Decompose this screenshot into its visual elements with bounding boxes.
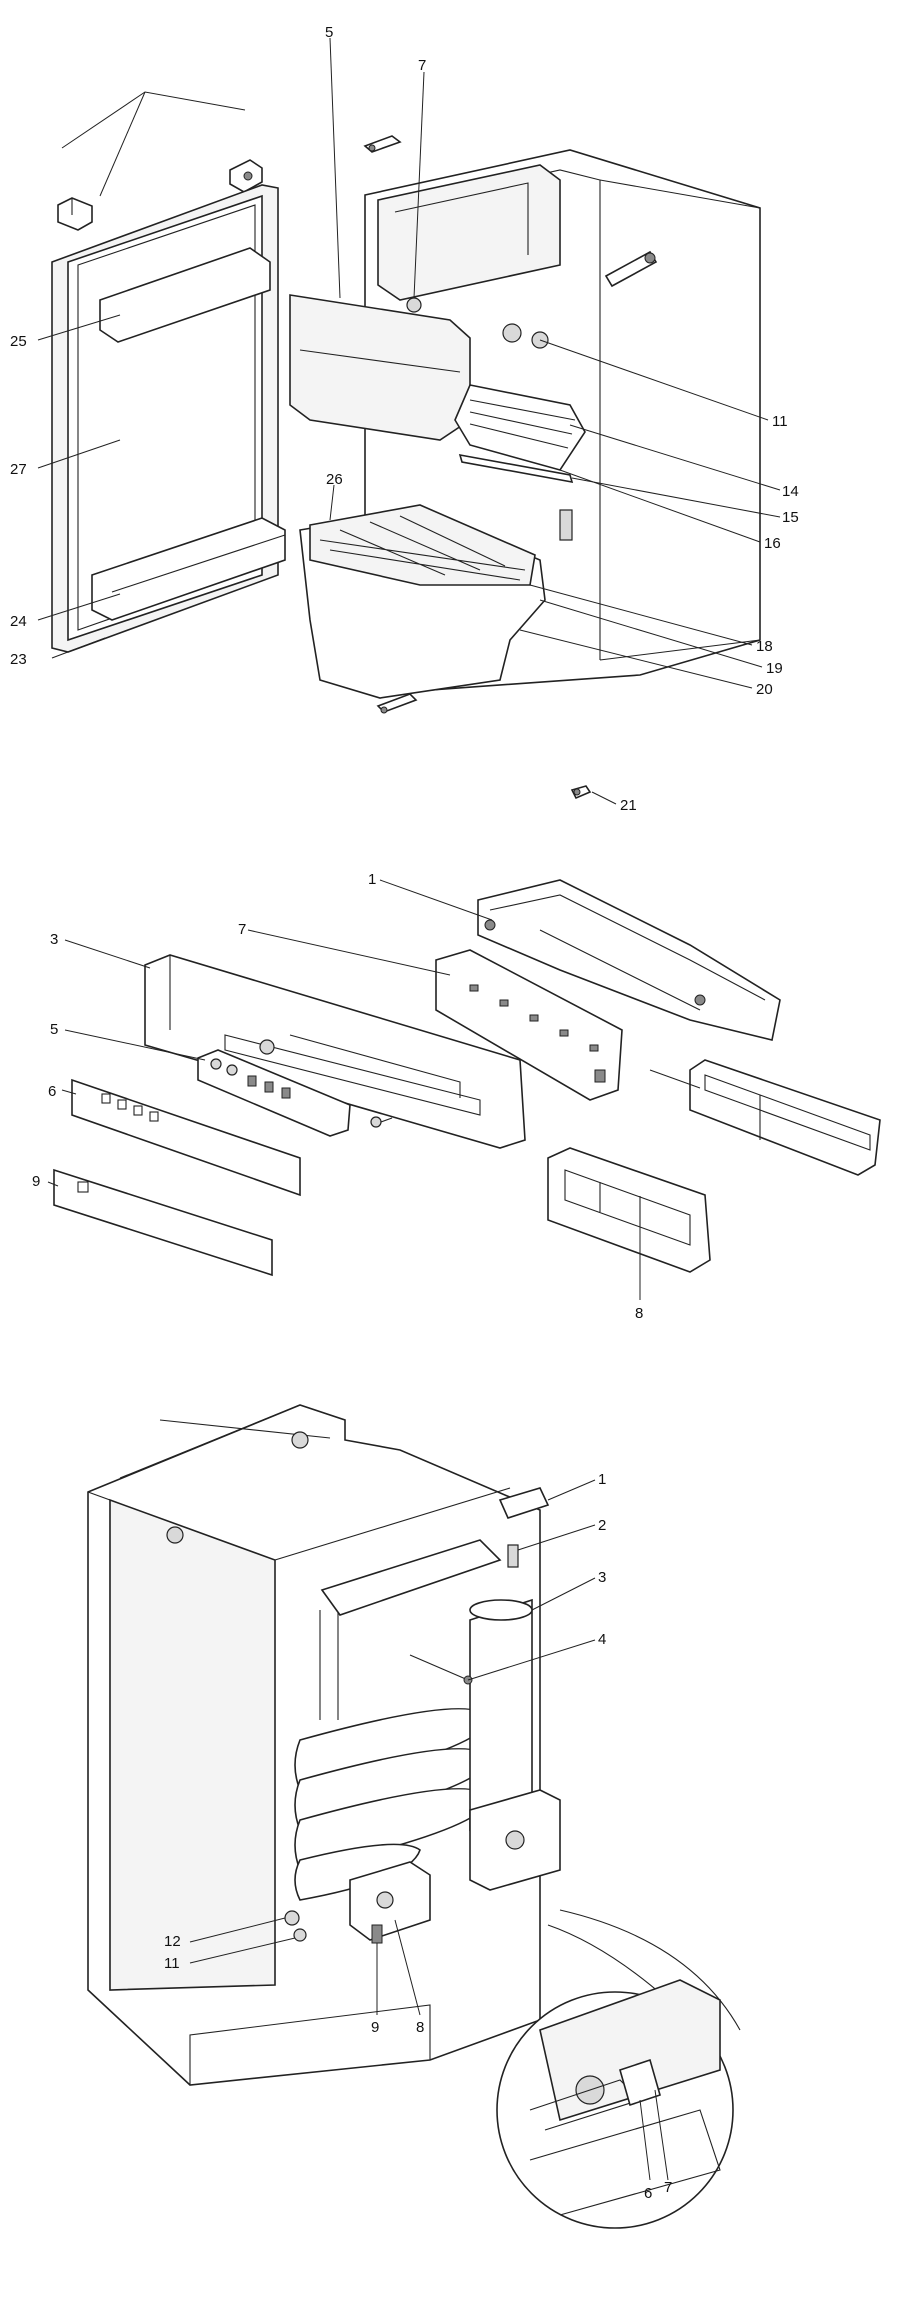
thermostat-knob [502, 323, 522, 343]
label-d3-2: 2 [598, 1517, 606, 1534]
leader-23 [51, 637, 106, 659]
leader-16 [559, 469, 761, 543]
keypad-overlay [71, 1078, 301, 1197]
label-d2-6: 6 [48, 1083, 56, 1100]
burner-detail-circle [496, 1979, 734, 2229]
door-hinge-top-right [229, 159, 263, 193]
leader-25 [37, 314, 121, 341]
leader-d3-4 [467, 1639, 596, 1681]
burner-housing [469, 1789, 561, 1891]
control-panel-cover [144, 954, 526, 1149]
label-26: 26 [326, 471, 343, 488]
leader-d2-1 [379, 879, 493, 921]
display-module [689, 1059, 881, 1176]
leader-d2-9 [47, 1181, 59, 1187]
control-panel-exploded-view: 1 7 3 5 6 9 8 [32, 871, 881, 1322]
screw [370, 1116, 393, 1128]
leader-18 [529, 584, 753, 646]
leader-14 [569, 424, 781, 491]
flue-part [507, 1544, 519, 1568]
hinge-leader [61, 91, 246, 149]
ignition-electrode [371, 1924, 383, 1944]
label-d2-8: 8 [635, 1305, 643, 1322]
top-hinge-right [604, 250, 658, 288]
leader-21 [591, 791, 617, 805]
label-d3-3: 3 [598, 1569, 606, 1586]
label-d3-8: 8 [416, 2019, 424, 2036]
label-5: 5 [325, 24, 333, 41]
door-hinge-top-left [57, 197, 93, 231]
label-20: 20 [756, 681, 773, 698]
label-18: 18 [756, 638, 773, 655]
label-25: 25 [10, 333, 27, 350]
thermocouple-part [284, 1910, 307, 1942]
fridge-exploded-view: 5 7 11 14 15 16 18 19 20 21 23 24 25 26 … [10, 24, 799, 814]
label-strip [53, 1168, 273, 1277]
fridge-door [51, 184, 286, 653]
label-21: 21 [620, 797, 637, 814]
leader-d3-8 [394, 1919, 421, 2016]
label-d3-7: 7 [664, 2179, 672, 2196]
leader-d3-2 [517, 1524, 596, 1551]
label-16: 16 [764, 535, 781, 552]
cooling-unit-rear-view: 1 2 3 4 8 9 12 11 6 7 [87, 1404, 741, 2229]
label-d3-11: 11 [164, 1955, 180, 1972]
leader-d2-7 [247, 929, 451, 976]
leader-d2-5 [64, 1029, 206, 1061]
label-d2-7: 7 [238, 921, 246, 938]
label-d3-1: 1 [598, 1471, 606, 1488]
label-24: 24 [10, 613, 27, 630]
leader-26 [329, 484, 335, 521]
detail-callout-line-2 [559, 1909, 741, 2031]
label-d3-4: 4 [598, 1631, 606, 1648]
drip-tray [458, 453, 574, 484]
freezer-compartment-door [289, 294, 471, 441]
leader-d3-6 [639, 2099, 651, 2181]
top-clip-part [363, 135, 402, 153]
label-d2-9: 9 [32, 1173, 40, 1190]
label-d3-9: 9 [371, 2019, 379, 2036]
leader-24 [37, 593, 121, 621]
leader-d3-12 [189, 1917, 286, 1943]
label-19: 19 [766, 660, 783, 677]
leader-d3-11 [189, 1937, 296, 1964]
label-d2-1: 1 [368, 871, 376, 888]
leader-5 [329, 37, 341, 299]
leader-d3-3 [531, 1577, 596, 1611]
label-27: 27 [10, 461, 27, 478]
leader-d2-3 [64, 939, 151, 969]
leader-d2-6 [61, 1089, 77, 1095]
gas-valve [349, 1861, 431, 1941]
label-15: 15 [782, 509, 799, 526]
mounting-bracket [498, 1487, 550, 1519]
cooling-coils [294, 1539, 502, 1901]
label-d2-3: 3 [50, 931, 58, 948]
bottom-clip-part [376, 693, 418, 714]
hinge-leader-2 [99, 91, 146, 197]
screw-part-21 [570, 785, 592, 800]
leader-15 [571, 477, 781, 518]
control-bracket [477, 879, 781, 1041]
button-strip [197, 1049, 351, 1137]
label-d2-5: 5 [50, 1021, 58, 1038]
label-14: 14 [782, 483, 799, 500]
leader-19 [539, 599, 763, 668]
leader-20 [519, 629, 753, 689]
circuit-board [435, 949, 623, 1101]
leader-d2-display [649, 1069, 701, 1089]
control-knob [406, 297, 422, 313]
leader-7 [413, 71, 425, 299]
label-11: 11 [772, 413, 788, 430]
gas-valve-housing [547, 1147, 711, 1273]
label-23: 23 [10, 651, 27, 668]
label-d3-12: 12 [164, 1933, 181, 1950]
leader-11 [539, 339, 769, 421]
leader-27 [37, 439, 121, 469]
label-7: 7 [418, 57, 426, 74]
leader-d3-1 [547, 1479, 596, 1501]
leader-d3-7 [654, 2089, 669, 2181]
label-d3-6: 6 [644, 2185, 652, 2202]
